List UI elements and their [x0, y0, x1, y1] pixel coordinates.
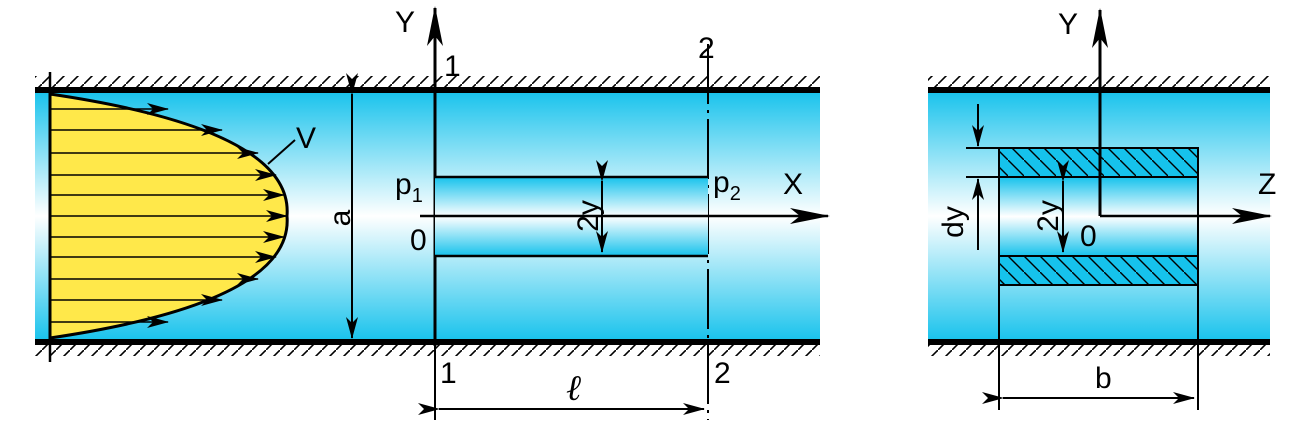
layer-bottom-hatch: [998, 255, 1199, 286]
cross-section-view: dy Y Z 2y 0 b: [928, 8, 1276, 410]
section-1-top-label: 1: [444, 50, 461, 83]
origin-label-cross: 0: [1080, 220, 1097, 253]
section-2-bottom-label: 2: [714, 357, 731, 390]
gap-label-side: 2y: [572, 200, 605, 232]
section-1-bottom-label: 1: [440, 357, 457, 390]
y-axis-label: Y: [395, 6, 415, 39]
bottom-wall-hatch: [35, 342, 820, 356]
z-axis-label: Z: [1258, 168, 1276, 201]
width-label: b: [1095, 362, 1112, 395]
y-axis-cross-label: Y: [1058, 8, 1078, 41]
velocity-arrows: [50, 103, 288, 328]
gap-label-cross: 2y: [1032, 200, 1065, 232]
side-view: V a Y 1 1 2 2 X 2y p1 p2 0 ℓ: [35, 6, 830, 420]
pressure-1-label: p1: [395, 168, 423, 207]
origin-label-side: 0: [410, 224, 427, 257]
pressure-2-label: p2: [713, 166, 741, 205]
length-label: ℓ: [566, 368, 581, 408]
x-axis-label: X: [783, 168, 803, 201]
velocity-label: V: [296, 122, 316, 155]
velocity-leader: [267, 139, 296, 165]
height-label: a: [324, 209, 357, 226]
cross-bottom-wall-hatch: [928, 342, 1270, 356]
top-wall-hatch: [35, 76, 820, 90]
dy-label: dy: [937, 206, 970, 238]
section-2-top-label: 2: [698, 32, 715, 65]
